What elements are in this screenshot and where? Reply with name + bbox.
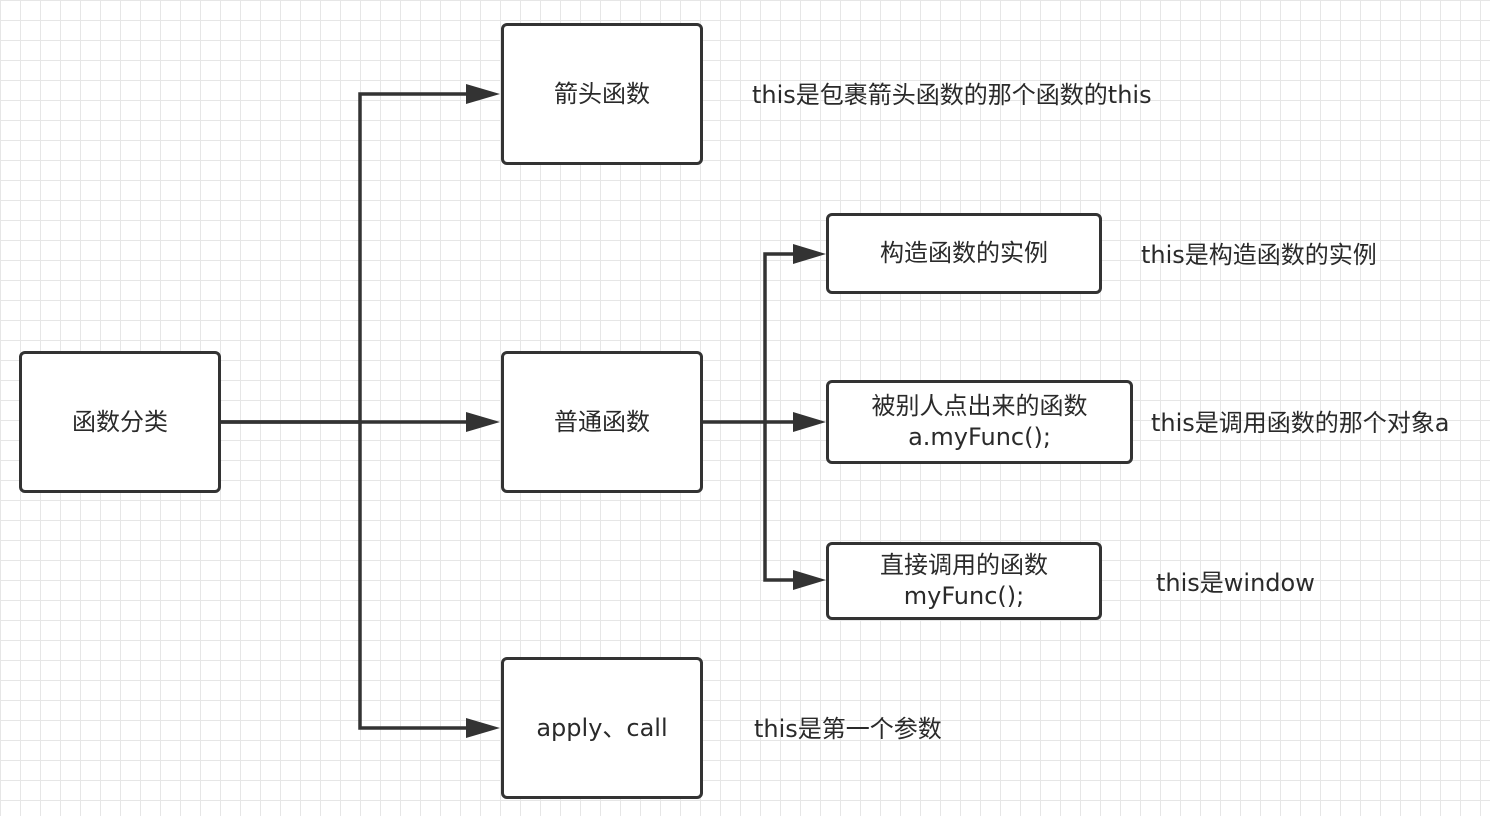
note-method-call-this: this是调用函数的那个对象a [1151,409,1450,437]
arrowhead-method-call [793,412,826,432]
node-function-categories: 函数分类 [19,351,221,493]
node-direct-call: 直接调用的函数 myFunc(); [826,542,1102,620]
connector-root-to-apply-call [358,422,490,730]
node-method-call: 被别人点出来的函数 a.myFunc(); [826,380,1133,464]
node-arrow-function: 箭头函数 [501,23,703,165]
connector-normal-to-constructor [702,252,815,424]
node-direct-call-sublabel: myFunc(); [903,582,1025,610]
note-direct-call-this: this是window [1156,569,1315,597]
arrowhead-arrow-fn [466,84,500,104]
node-apply-call: apply、call [501,657,703,799]
node-function-categories-label: 函数分类 [72,407,168,436]
node-apply-call-label: apply、call [536,713,668,742]
arrowhead-apply-call [466,718,500,738]
node-normal-function: 普通函数 [501,351,703,493]
node-method-call-label: 被别人点出来的函数 [871,392,1088,420]
arrowhead-constructor [793,244,826,264]
node-method-call-sublabel: a.myFunc(); [908,423,1051,451]
node-constructor-instance: 构造函数的实例 [826,213,1102,294]
node-constructor-instance-label: 构造函数的实例 [880,239,1048,267]
arrowhead-direct-call [793,570,826,590]
node-arrow-function-label: 箭头函数 [554,79,650,108]
connector-normal-to-direct-call [763,422,815,582]
connector-root-to-arrow-fn [220,92,490,424]
arrowhead-normal-fn [466,412,500,432]
node-direct-call-label: 直接调用的函数 [880,551,1048,579]
node-normal-function-label: 普通函数 [554,407,650,436]
note-constructor-this: this是构造函数的实例 [1141,241,1377,269]
note-arrow-function-this: this是包裹箭头函数的那个函数的this [752,81,1152,109]
note-apply-call-this: this是第一个参数 [754,715,942,743]
